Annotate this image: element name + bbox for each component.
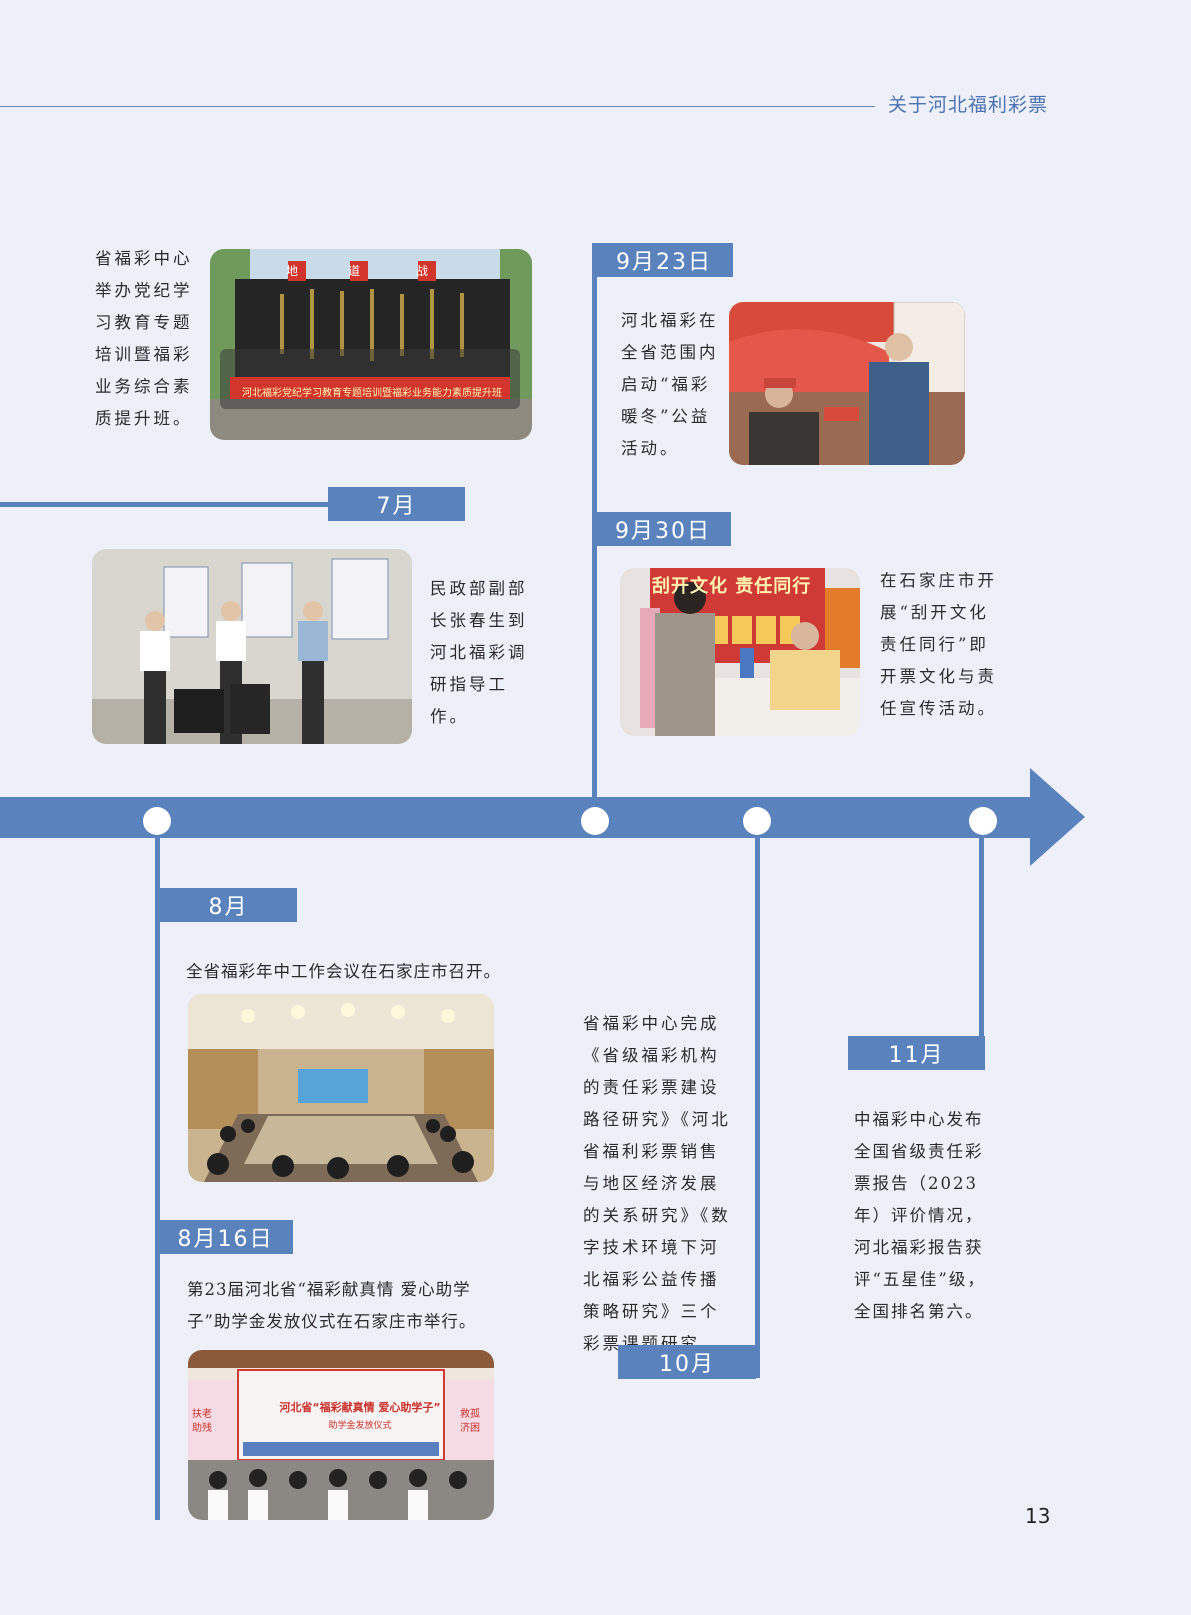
timeline-bar bbox=[0, 797, 1032, 838]
july-text-training: 省福彩中心举办党纪学习教育专题培训暨福彩业务综合素质提升班。 bbox=[95, 249, 193, 428]
aug16-stage-title: 河北省“福彩献真情 爱心助学子” bbox=[279, 1401, 441, 1414]
aug16-text: 第23届河北省“福彩献真情 爱心助学子”助学金发放仪式在石家庄市举行。 bbox=[187, 1280, 477, 1331]
timeline-arrow-icon bbox=[1030, 768, 1085, 866]
oct-text: 省福彩中心完成《省级福彩机构的责任彩票建设路径研究》《河北省福利彩票销售与地区经… bbox=[583, 1014, 731, 1353]
aug16-photo-ceremony bbox=[188, 1350, 494, 1520]
nov-connector bbox=[979, 828, 984, 1040]
aug-text: 全省福彩年中工作会议在石家庄市召开。 bbox=[186, 962, 501, 981]
july-photo-visit bbox=[92, 549, 412, 744]
label-sep-23: 9月23日 bbox=[595, 243, 733, 277]
header-rule bbox=[0, 106, 875, 107]
sep-connector bbox=[592, 243, 597, 803]
timeline-dot-sep bbox=[581, 807, 609, 835]
aug16-stage-subtitle: 助学金发放仪式 bbox=[328, 1421, 392, 1431]
label-oct: 10月 bbox=[618, 1345, 756, 1379]
timeline-dot-oct bbox=[743, 807, 771, 835]
section-title: 关于河北福利彩票 bbox=[888, 94, 1049, 116]
sep30-text: 在石家庄市开展“刮开文化责任同行”即开票文化与责任宣传活动。 bbox=[880, 571, 997, 718]
label-aug-16: 8月16日 bbox=[158, 1220, 293, 1254]
aug16-stage-right: 救孤济困 bbox=[460, 1409, 480, 1434]
oct-connector bbox=[755, 828, 760, 1378]
aug-photo-meeting bbox=[188, 994, 494, 1182]
july-connector bbox=[0, 502, 330, 507]
aug-connector bbox=[155, 828, 160, 1520]
timeline-dot-nov bbox=[969, 807, 997, 835]
page-number: 13 bbox=[1025, 1504, 1051, 1528]
label-sep-30: 9月30日 bbox=[595, 512, 731, 546]
sep30-photo bbox=[620, 568, 860, 736]
timeline-dot-aug bbox=[143, 807, 171, 835]
label-aug: 8月 bbox=[160, 888, 297, 922]
sep23-text: 河北福彩在全省范围内启动“福彩暖冬”公益活动。 bbox=[621, 311, 719, 458]
july-photo-training bbox=[210, 249, 532, 440]
july-text-visit: 民政部副部长张春生到河北福彩调研指导工作。 bbox=[430, 579, 528, 726]
label-nov: 11月 bbox=[848, 1036, 985, 1070]
aug16-stage-left: 扶老助残 bbox=[192, 1409, 212, 1434]
sep23-photo bbox=[729, 302, 965, 465]
label-july: 7月 bbox=[328, 487, 465, 521]
aug16-stage-title-wrap: 河北省“福彩献真情 爱心助学子” 助学金发放仪式 bbox=[250, 1399, 470, 1431]
nov-text: 中福彩中心发布全国省级责任彩票报告（2023年）评价情况，河北福彩报告获评“五星… bbox=[854, 1110, 986, 1321]
sep30-booth-sign: 刮开文化 责任同行 bbox=[652, 576, 812, 597]
